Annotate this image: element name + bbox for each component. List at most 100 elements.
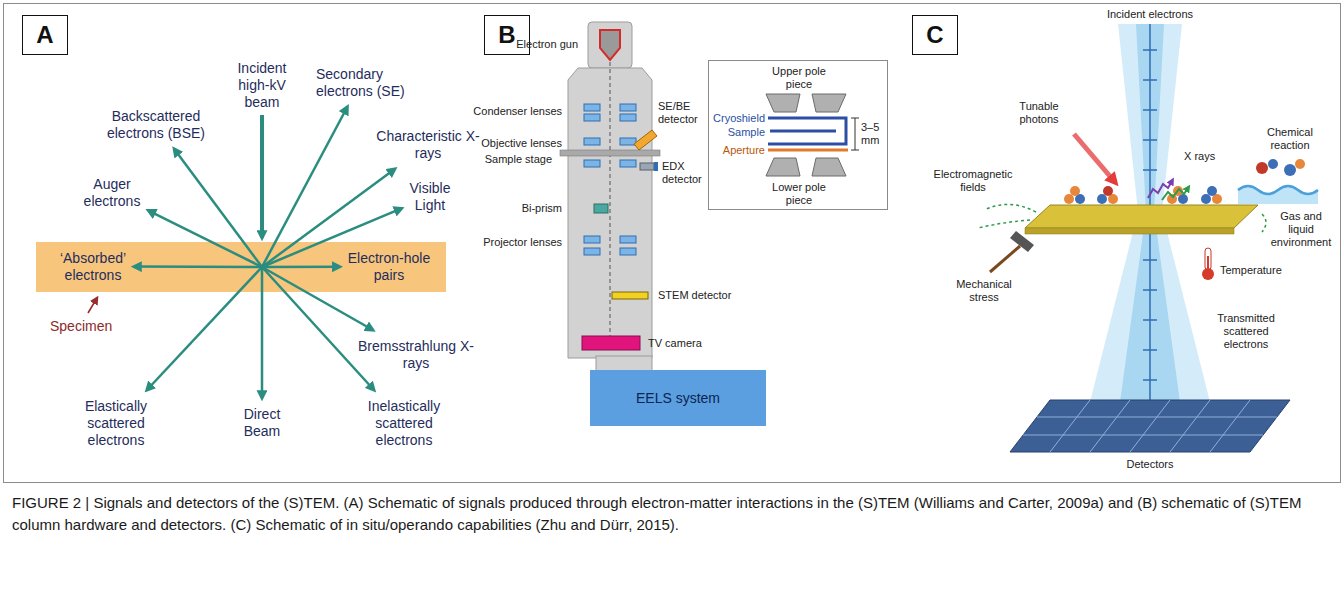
label-slot: Chemical reaction: [1258, 126, 1322, 152]
label-slot: Sample stage: [452, 153, 552, 166]
detector-array: [1010, 400, 1290, 452]
inset-label: Sample: [709, 126, 765, 139]
condenser-lens: [584, 104, 600, 111]
signal-arrow: [262, 208, 402, 267]
panel-letter: A: [36, 23, 53, 47]
dimension-bracket: [851, 118, 859, 150]
stem-detector: [612, 292, 648, 299]
projector-lens: [584, 236, 600, 243]
capability-label: Mechanical stress: [948, 278, 1020, 304]
nanoparticle: [1207, 186, 1217, 196]
label-slot: Secondary electrons (SE): [316, 66, 428, 100]
signal-arrow: [134, 265, 262, 268]
detector-grid: [1023, 400, 1277, 452]
signal-arrow: [147, 267, 262, 390]
liquid-surface: [1238, 186, 1318, 194]
liquid: [1238, 186, 1318, 204]
edx-detector: [640, 163, 654, 170]
part-label: EDX detector: [662, 160, 706, 186]
caption-slot: FIGURE 2 | Signals and detectors of the …: [12, 492, 1332, 536]
box-text: EELS system: [636, 390, 720, 407]
label-slot: TV camera: [648, 337, 728, 350]
capability-label: Tunable photons: [1008, 100, 1070, 126]
photon-beam: [1074, 134, 1114, 181]
projector-lens: [584, 248, 600, 255]
text-slot: Electron-hole pairs: [342, 250, 436, 284]
label-slot: Characteristic X-rays: [376, 128, 480, 162]
pole-piece: [766, 94, 800, 112]
sample-holder: [770, 130, 836, 133]
dimension-label: 3–5 mm: [861, 121, 885, 147]
molecule: [1256, 162, 1268, 174]
condenser-lens: [584, 114, 600, 121]
capability-label: Detectors: [1110, 458, 1190, 471]
label-slot: Incident high-kV beam: [222, 60, 302, 111]
tv-camera: [582, 336, 640, 350]
projector-lens: [620, 248, 636, 255]
text-slot: ‘Absorbed’ electrons: [46, 250, 140, 284]
sample-plate-edge: [1025, 228, 1234, 234]
nanoparticle: [1064, 194, 1074, 204]
label-slot: Electron gun: [486, 38, 578, 51]
molecule: [1295, 159, 1305, 169]
panel-letter: B: [498, 23, 515, 47]
thermometer-bulb: [1202, 268, 1214, 280]
label-slot: Incident electrons: [1100, 8, 1200, 21]
capability-label: X rays: [1184, 150, 1224, 163]
label-slot: Temperature: [1220, 264, 1300, 277]
objective-lens: [620, 160, 636, 167]
label-slot: Auger electrons: [72, 176, 152, 210]
projector-lens: [620, 236, 636, 243]
eels-system-box: EELS system: [590, 370, 766, 426]
inset-label: Aperture: [709, 144, 765, 157]
hammer-handle: [990, 246, 1020, 272]
label-slot: Objective lenses: [462, 137, 562, 150]
nanoparticle: [1070, 186, 1080, 196]
label-slot: Inelastically scattered electrons: [352, 398, 456, 449]
label-slot: Projector lenses: [462, 236, 562, 249]
field-line: [1262, 214, 1266, 232]
panel-letter-box: C: [912, 15, 958, 55]
signal-label: Backscattered electrons (BSE): [98, 108, 214, 142]
band-text: Electron-hole pairs: [342, 250, 436, 284]
label-slot: Gas and liquid environment: [1266, 210, 1336, 249]
optic-axis: [610, 62, 611, 336]
label-slot: Tunable photons: [1008, 100, 1070, 126]
signal-arrow: [174, 149, 262, 267]
signal-label: Visible Light: [398, 180, 462, 214]
gun-housing: [588, 22, 632, 68]
part-label: Bi-prism: [462, 202, 562, 215]
band-text: ‘Absorbed’ electrons: [46, 250, 140, 284]
signal-arrow: [262, 169, 395, 267]
sample-plate: [1025, 205, 1258, 228]
text-slot: Lower pole piece: [764, 181, 834, 207]
capability-label: Incident electrons: [1100, 8, 1200, 21]
condenser-lens: [620, 114, 636, 121]
part-label: Objective lenses: [462, 137, 562, 150]
label-slot: Bi-prism: [462, 202, 562, 215]
sample-stage: [560, 150, 660, 156]
cryoshield: [768, 118, 846, 144]
signal-label: Auger electrons: [72, 176, 152, 210]
hammer-head: [1010, 231, 1034, 252]
biprism: [594, 204, 608, 213]
signal-arrow: [261, 267, 264, 398]
specimen-band: ‘Absorbed’ electrons Electron-hole pairs: [36, 242, 446, 292]
signal-label: Elastically scattered electrons: [66, 398, 166, 449]
field-line: [978, 220, 1030, 228]
sebe-detector: [634, 130, 657, 150]
part-label: STEM detector: [658, 289, 748, 302]
part-label: Electron gun: [486, 38, 578, 51]
part-label: Condenser lenses: [462, 105, 562, 118]
panel-letter-box: A: [22, 15, 68, 55]
label-slot: Condenser lenses: [462, 105, 562, 118]
signal-label: Inelastically scattered electrons: [352, 398, 456, 449]
pole-piece: [812, 158, 846, 176]
specimen-pointer: [88, 298, 97, 313]
part-label: SE/BE detector: [658, 100, 704, 126]
signal-arrow: [262, 107, 347, 267]
signal-label: Characteristic X-rays: [376, 128, 480, 162]
field-line: [984, 204, 1036, 212]
label-slot: X rays: [1184, 150, 1224, 163]
